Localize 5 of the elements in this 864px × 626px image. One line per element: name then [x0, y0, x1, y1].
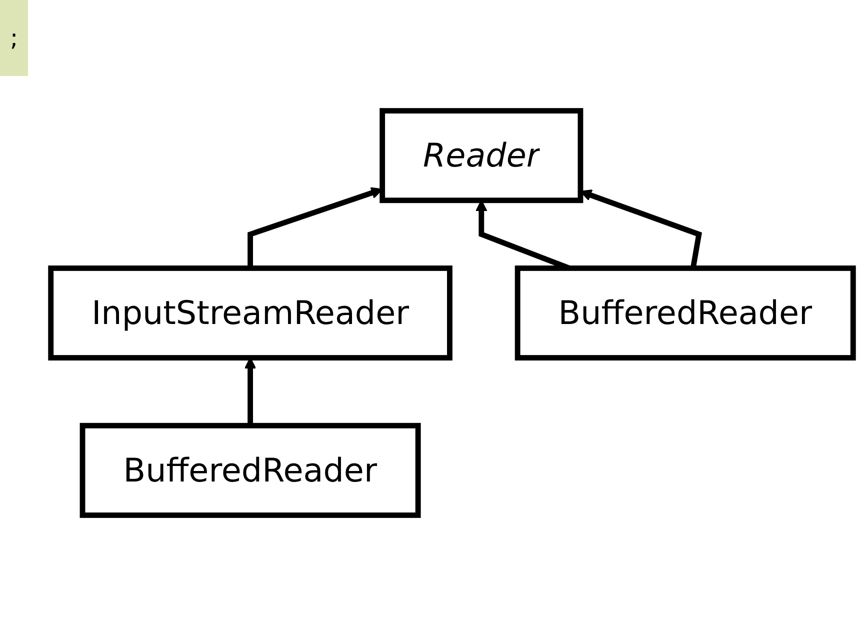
- node-box: BufferedReader: [514, 266, 856, 360]
- note-text: ;: [0, 0, 28, 76]
- node-box: InputStreamReader: [48, 266, 452, 360]
- node-box: Reader: [380, 108, 584, 204]
- node-box: BufferedReader: [80, 422, 421, 518]
